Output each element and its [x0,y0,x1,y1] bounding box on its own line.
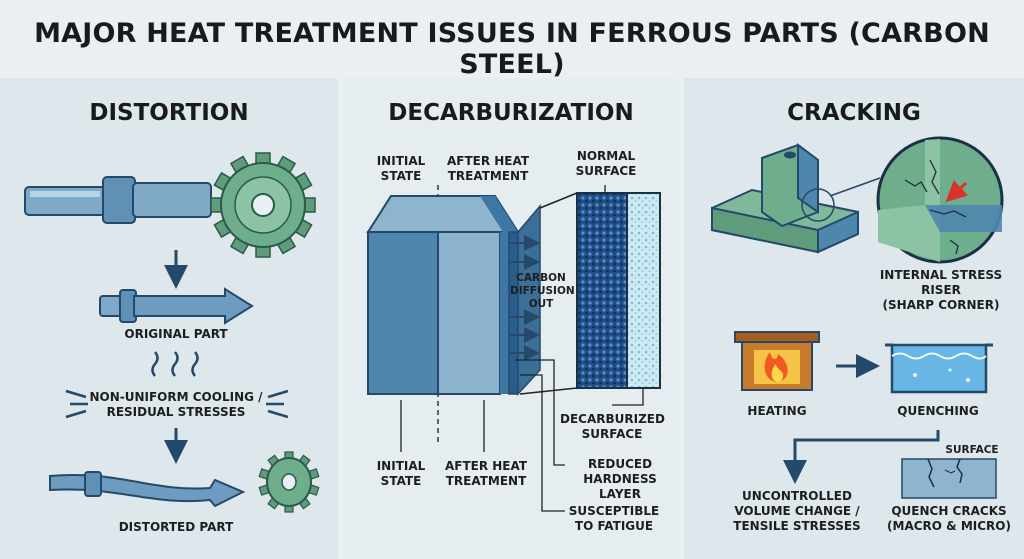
decarburization-heading: DECARBURIZATION [388,100,634,126]
quench-cracks-label: QUENCH CRACKS (MACRO & MICRO) [887,504,1011,533]
normal-surface-label: NORMAL SURFACE [575,149,637,178]
bracket-part [711,143,859,254]
after-heat-bottom-label: AFTER HEAT TREATMENT [444,459,528,488]
volume-change-label: UNCONTROLLED VOLUME CHANGE / TENSILE STR… [733,489,861,533]
cause-label: NON-UNIFORM COOLING / RESIDUAL STRESSES [89,390,263,419]
crack-zoom [876,136,1004,264]
leader-lines [400,185,644,512]
carbon-diffusion-label: CARBON DIFFUSION OUT [510,272,575,310]
gear-icon [210,152,316,258]
decarburized-surface-label: DECARBURIZED SURFACE [560,412,665,441]
reduced-hardness-label: REDUCED HARDNESS LAYER [583,457,657,501]
surface-label: SURFACE [945,444,999,456]
carbon-diffusion-arrows [510,235,540,361]
stress-burst-right-icon [266,389,289,419]
furnace-icon [734,331,820,391]
stress-riser-label: INTERNAL STRESS RISER (SHARP CORNER) [879,268,1003,312]
zoom-connector [829,177,881,197]
heat-wave-icon [151,351,199,377]
cracking-heading: CRACKING [787,100,921,126]
original-shaft [24,176,212,224]
initial-state-bottom-label: INITIAL STATE [376,459,426,488]
after-heat-top-label: AFTER HEAT TREATMENT [446,154,530,183]
page-title: MAJOR HEAT TREATMENT ISSUES IN FERROUS P… [34,18,990,80]
surface-cross-section [576,192,661,389]
distortion-heading: DISTORTION [89,100,249,126]
straight-part [99,287,254,325]
distorted-part-label: DISTORTED PART [118,520,234,534]
original-part-label: ORIGINAL PART [124,327,228,341]
distorted-gear-icon [258,451,320,513]
zoom-source-ring [801,188,835,222]
quench-crack-sample [901,458,997,499]
fatigue-label: SUSCEPTIBLE TO FATIGUE [568,504,660,533]
heating-label: HEATING [747,404,807,418]
distorted-shaft [49,471,246,508]
quench-tank-icon [885,343,993,394]
initial-state-top-label: INITIAL STATE [376,154,426,183]
quench-to-stress-arrow [783,430,940,484]
stress-burst-left-icon [65,389,88,419]
quenching-label: QUENCHING [897,404,979,418]
magnifier-lines [519,192,578,395]
